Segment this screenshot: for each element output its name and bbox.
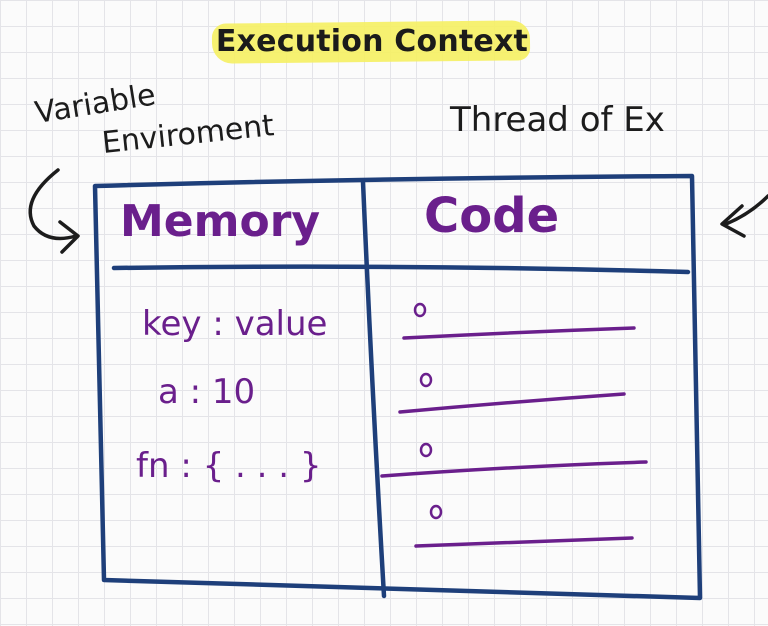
- thread-of-execution-label: Thread of Ex: [450, 100, 665, 140]
- memory-entry-a: a : 10: [158, 372, 256, 412]
- column-divider: [360, 179, 387, 599]
- code-line-3-bullet: [419, 442, 433, 458]
- code-heading: Code: [424, 188, 560, 244]
- diagram-title: Execution Context: [215, 24, 529, 59]
- memory-entry-fn: fn : { . . . }: [136, 446, 322, 486]
- right-arrow-icon: [720, 194, 768, 238]
- code-line-3: [380, 442, 648, 478]
- memory-entry-key-value: key : value: [142, 304, 328, 344]
- code-line-4-bullet: [429, 504, 443, 520]
- execution-context-box: [92, 173, 703, 601]
- code-line-2-bullet: [419, 372, 433, 388]
- code-line-1-bullet: [413, 302, 427, 318]
- header-divider: [111, 264, 691, 275]
- code-line-3-stroke: [380, 460, 648, 478]
- left-arrow-icon: [28, 168, 80, 254]
- memory-heading: Memory: [120, 196, 321, 247]
- title-group: Execution Context: [208, 12, 536, 70]
- code-line-4-stroke: [414, 536, 634, 548]
- code-line-2: [398, 372, 626, 414]
- code-line-4: [414, 504, 634, 548]
- code-line-2-stroke: [398, 392, 626, 414]
- code-line-1-stroke: [402, 326, 636, 340]
- code-line-1: [402, 302, 636, 340]
